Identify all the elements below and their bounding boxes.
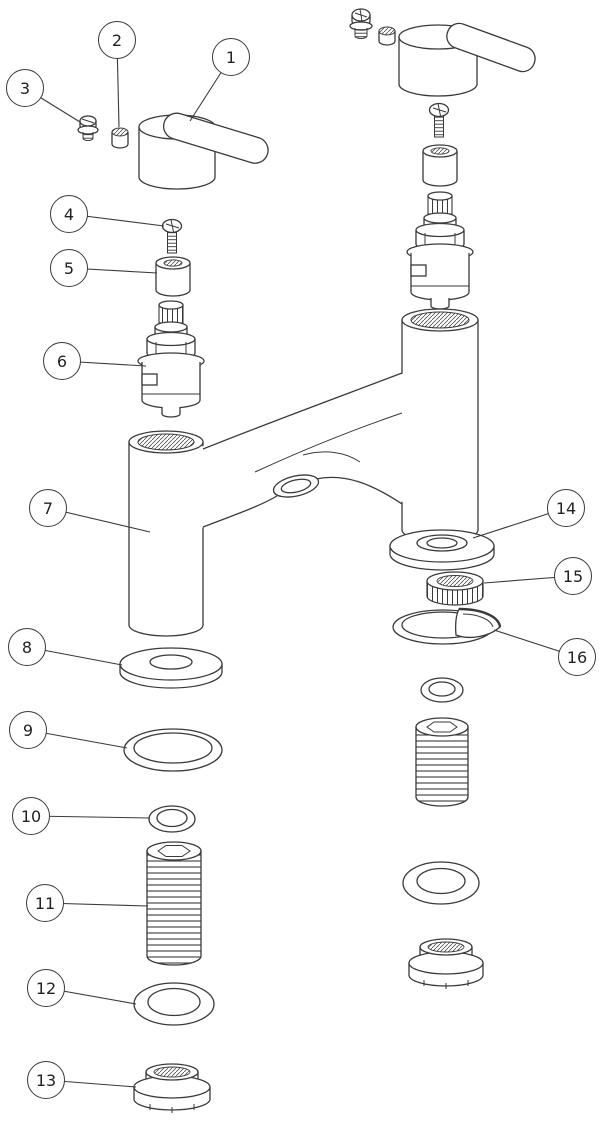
- leader-lines: [24, 39, 578, 1088]
- callout-2: 2: [98, 21, 136, 59]
- callout-7: 7: [29, 489, 67, 527]
- callout-15: 15: [554, 557, 592, 595]
- tap-body: [128, 308, 479, 637]
- callout-12: 12: [27, 969, 65, 1007]
- backnut-right: [408, 938, 484, 989]
- spacer-sleeve-left: [155, 256, 191, 297]
- cartridge-right: [406, 191, 474, 310]
- callout-13: 13: [27, 1061, 65, 1099]
- small-o-ring-left: [148, 805, 196, 833]
- tap-handle-left: [138, 112, 269, 190]
- rubber-washer-right: [402, 861, 480, 905]
- o-ring-left: [123, 728, 223, 772]
- spacer-sleeve-right: [422, 144, 458, 187]
- fixing-screw-left: [161, 218, 183, 254]
- callout-5: 5: [50, 249, 88, 287]
- handle-bush-right: [378, 26, 396, 46]
- cartridge-left: [137, 300, 205, 418]
- threaded-stud-right: [415, 717, 469, 807]
- base-washer-left: [119, 647, 223, 689]
- callout-3: 3: [6, 69, 44, 107]
- fixing-screw-right: [428, 102, 450, 138]
- small-o-ring-right: [420, 677, 464, 703]
- handle-screw-right: [349, 8, 373, 39]
- threaded-stud-left: [146, 841, 202, 966]
- handle-screw-left: [77, 115, 99, 141]
- callout-16: 16: [558, 638, 596, 676]
- shroud-washer: [389, 529, 495, 571]
- handle-bush-left: [111, 127, 129, 149]
- callout-10: 10: [12, 797, 50, 835]
- tap-handle-right: [398, 22, 536, 97]
- callout-8: 8: [8, 628, 46, 666]
- callout-1: 1: [212, 38, 250, 76]
- callout-9: 9: [9, 711, 47, 749]
- callout-11: 11: [26, 884, 64, 922]
- rubber-washer-left: [133, 982, 215, 1026]
- callout-6: 6: [43, 342, 81, 380]
- wedge-washer: [392, 607, 502, 645]
- callout-4: 4: [50, 195, 88, 233]
- callout-14: 14: [547, 489, 585, 527]
- backnut-left: [133, 1063, 211, 1113]
- knurled-ring: [426, 571, 484, 606]
